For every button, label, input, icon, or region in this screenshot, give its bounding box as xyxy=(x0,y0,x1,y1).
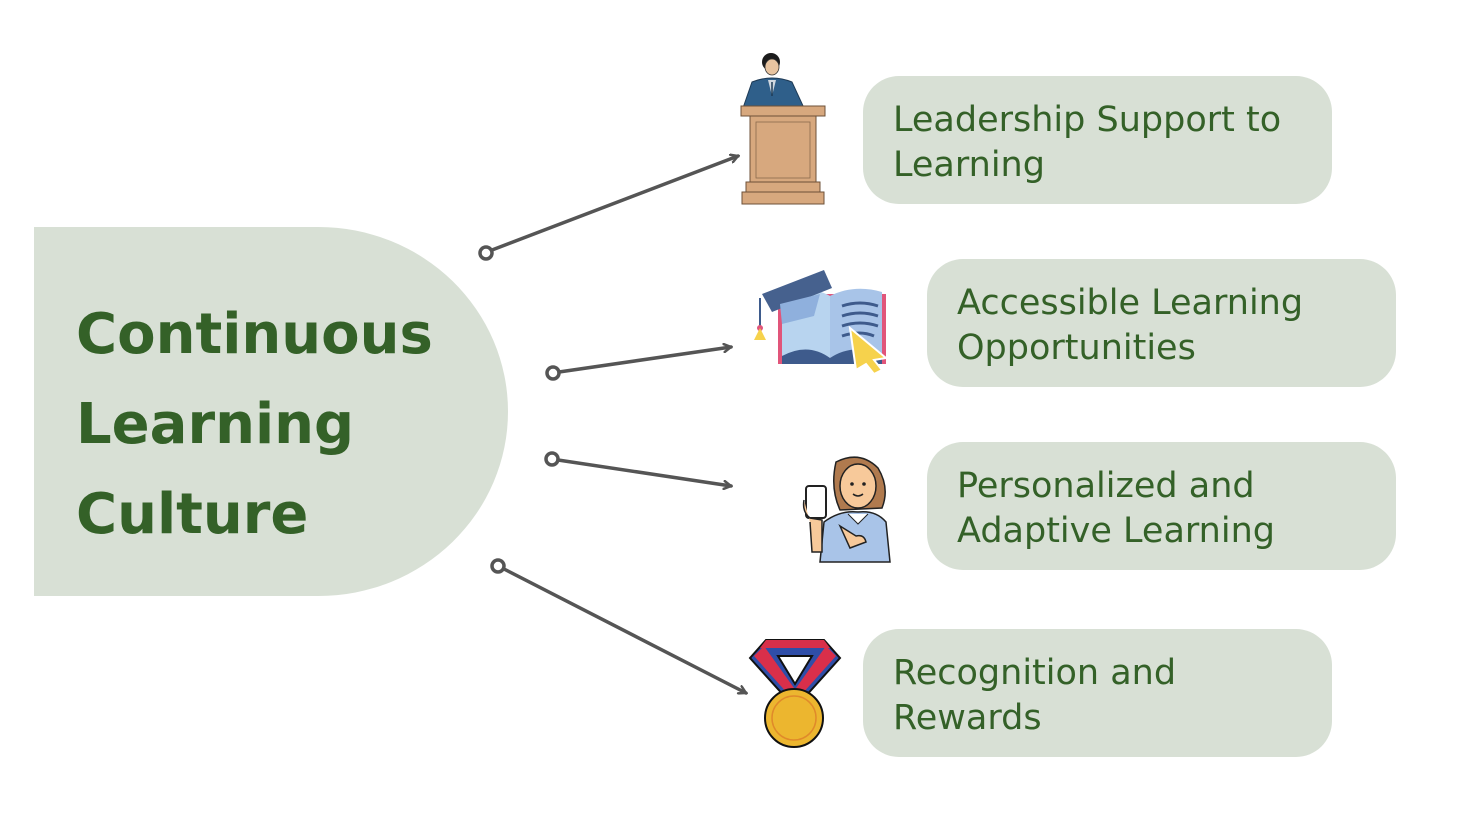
item-card-personalized-learning: Personalized and Adaptive Learning xyxy=(927,442,1396,570)
item-label-line: Personalized and xyxy=(957,466,1255,506)
title-line-2: Learning xyxy=(76,392,355,457)
connector-3 xyxy=(544,451,731,486)
title-line-1: Continuous xyxy=(76,302,433,367)
connector-4 xyxy=(490,558,746,695)
item-label: Accessible Learning Opportunities xyxy=(957,281,1368,371)
item-label: Recognition and Rewards xyxy=(893,651,1304,741)
item-card-leadership-support: Leadership Support to Learning xyxy=(863,76,1332,204)
item-label-line: Leadership Support to xyxy=(893,100,1282,140)
central-concept-title: Continuous Learning Culture xyxy=(76,290,433,560)
connector-2 xyxy=(545,347,731,381)
medal-icon xyxy=(748,639,842,748)
item-label-line: Adaptive Learning xyxy=(957,511,1275,551)
item-label-line: Rewards xyxy=(893,698,1042,738)
item-label-line: Opportunities xyxy=(957,328,1196,368)
title-line-3: Culture xyxy=(76,482,309,547)
item-label: Leadership Support to Learning xyxy=(893,98,1304,188)
item-card-accessible-learning: Accessible Learning Opportunities xyxy=(927,259,1396,387)
item-card-recognition-rewards: Recognition and Rewards xyxy=(863,629,1332,757)
item-label-line: Learning xyxy=(893,145,1045,185)
central-concept-shape xyxy=(34,227,508,596)
item-label: Personalized and Adaptive Learning xyxy=(957,464,1368,554)
graduation-book-icon xyxy=(754,270,889,374)
connector-1 xyxy=(478,156,738,261)
item-label-line: Accessible Learning xyxy=(957,283,1304,323)
podium-speaker-icon xyxy=(740,53,826,205)
person-with-phone-icon xyxy=(802,456,891,563)
item-label-line: Recognition and xyxy=(893,653,1177,693)
